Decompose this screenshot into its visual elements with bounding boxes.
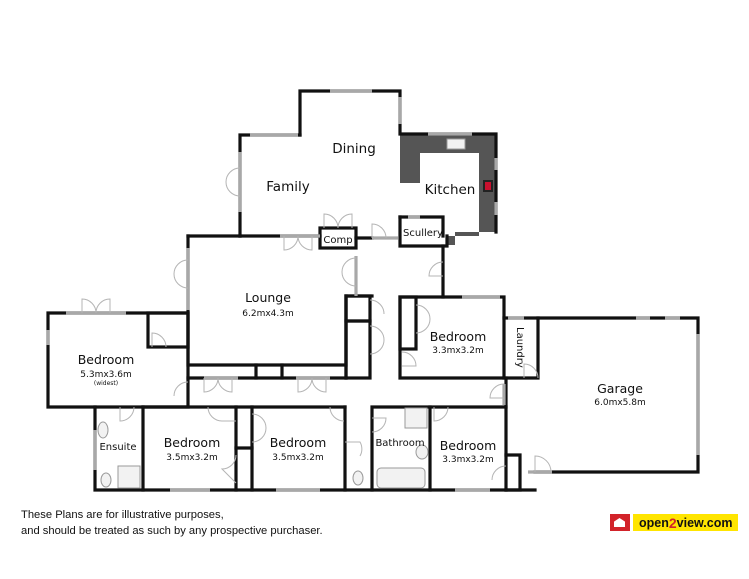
label-bedroom-3: Bedroom	[270, 435, 327, 450]
ensuite-shower-icon	[117, 465, 141, 489]
size-bedroom-3: 3.5mx3.2m	[272, 453, 324, 463]
doors-upper	[225, 167, 387, 239]
size-lounge: 6.2mx4.3m	[242, 309, 294, 319]
bathroom-fixtures	[97, 407, 429, 489]
logo-text-b: view.com	[676, 515, 733, 530]
label-kitchen: Kitchen	[425, 182, 476, 198]
label-laundry: Laundry	[514, 327, 525, 368]
bathtub-icon	[376, 467, 426, 489]
logo-text-two: 2	[668, 514, 677, 531]
disclaimer-line-2: and should be treated as such by any pro…	[21, 525, 323, 537]
label-bedroom-mid: Bedroom	[430, 329, 487, 344]
walls-lounge	[186, 234, 374, 380]
size-bedroom-4: 3.3mx3.2m	[442, 455, 494, 465]
kitchen-sink-icon	[446, 138, 466, 150]
toilet-icon	[352, 470, 364, 486]
basin-icon	[415, 444, 429, 460]
kitchen-bench	[400, 134, 496, 245]
size-bedroom-2: 3.5mx3.2m	[166, 453, 218, 463]
ensuite-basin-icon	[97, 421, 109, 439]
label-ensuite: Ensuite	[99, 442, 136, 453]
label-bathroom: Bathroom	[375, 438, 424, 449]
bottom-wing-openings	[93, 406, 507, 492]
walls-east-wing	[398, 244, 700, 474]
size-bedroom-mid: 3.3mx3.2m	[432, 346, 484, 356]
note-master-bedroom: (widest)	[94, 380, 118, 387]
label-garage: Garage	[597, 381, 643, 396]
east-wing-openings	[401, 261, 700, 474]
label-dining: Dining	[332, 141, 376, 157]
size-garage: 6.0mx5.8m	[594, 398, 646, 408]
lounge-openings	[173, 234, 385, 355]
label-master-bedroom: Bedroom	[78, 352, 135, 367]
size-master-bedroom: 5.3mx3.6m	[80, 370, 132, 380]
house-camera-icon	[610, 514, 630, 531]
walls-master-bedroom	[46, 298, 190, 409]
windows-upper	[238, 89, 498, 240]
label-bedroom-2: Bedroom	[164, 435, 221, 450]
label-scullery: Scullery	[403, 228, 443, 239]
label-family: Family	[266, 179, 309, 195]
disclaimer: These Plans are for illustrative purpose…	[21, 507, 323, 539]
logo-text-a: open	[639, 515, 669, 530]
label-lounge: Lounge	[245, 290, 291, 305]
disclaimer-line-1: These Plans are for illustrative purpose…	[21, 509, 224, 521]
walls-upper	[238, 89, 498, 250]
label-bedroom-4: Bedroom	[440, 438, 497, 453]
label-comp: Comp	[323, 235, 352, 246]
shower-icon	[404, 407, 428, 429]
hall-doors	[203, 376, 330, 393]
ensuite-toilet-icon	[100, 472, 112, 488]
